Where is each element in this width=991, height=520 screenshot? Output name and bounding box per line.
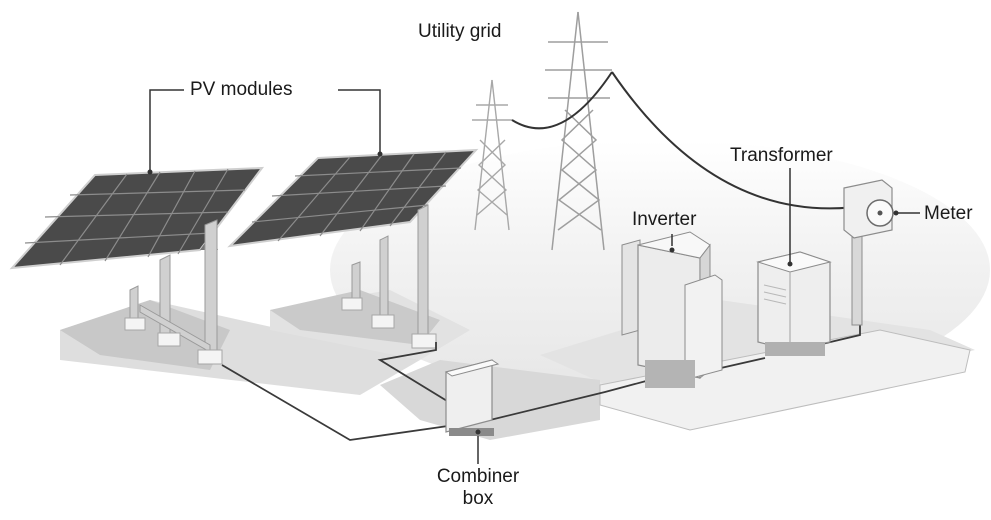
combiner-box (444, 359, 500, 436)
leader-dots (147, 151, 899, 435)
leader-lines (149, 89, 920, 464)
label-combiner-box: Combiner box (418, 466, 538, 510)
label-transformer: Transformer (730, 145, 833, 166)
transmission-tower-large (545, 11, 612, 251)
array-shadows (60, 290, 440, 370)
label-inverter: Inverter (632, 209, 697, 230)
inverter-unit (621, 231, 723, 388)
transformer-unit (756, 251, 832, 356)
label-pv-modules: PV modules (190, 79, 293, 100)
label-combiner-line1: Combiner (436, 466, 520, 487)
meter-unit (843, 179, 894, 326)
pv-array-left (9, 166, 265, 365)
pv-array-right (227, 148, 479, 349)
label-meter: Meter (924, 203, 973, 224)
power-line (511, 71, 871, 210)
label-combiner-line2: box (462, 488, 494, 509)
label-utility-grid: Utility grid (418, 21, 502, 42)
transmission-tower-small (472, 79, 512, 231)
